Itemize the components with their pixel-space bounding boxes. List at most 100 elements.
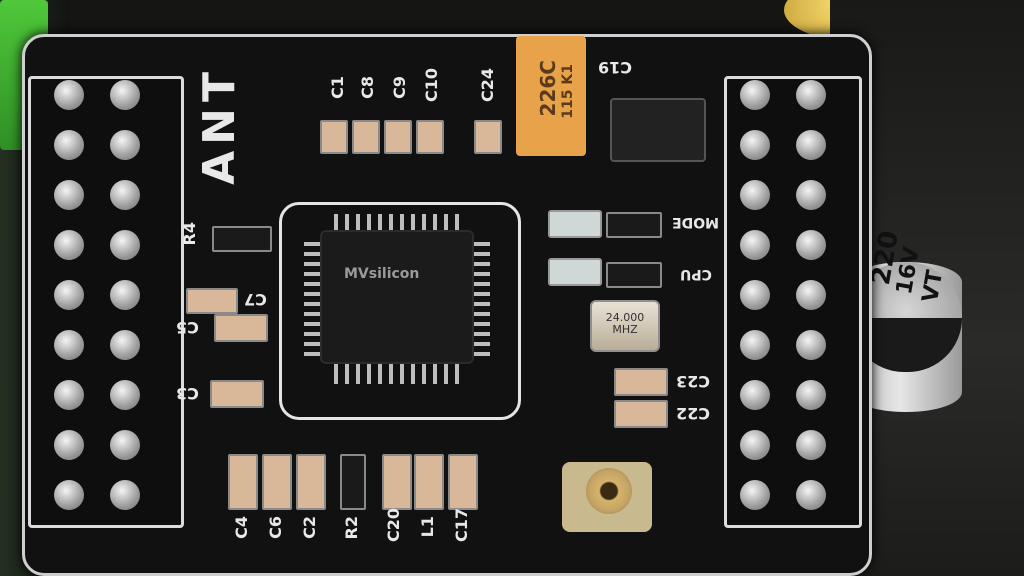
ic-pin <box>455 362 459 384</box>
ic-pin <box>304 302 322 306</box>
left-header-pin <box>110 180 140 210</box>
ic-pin <box>304 242 322 246</box>
left-header-pin <box>54 280 84 310</box>
right-header-pin <box>740 430 770 460</box>
ic-pin <box>304 312 322 316</box>
ic-pin <box>455 214 459 232</box>
ic-pin <box>472 252 490 256</box>
ic-pin <box>304 292 322 296</box>
ic-pin <box>367 362 371 384</box>
logo: ANT <box>194 66 245 185</box>
ic-pin <box>304 342 322 346</box>
ic-pin <box>433 362 437 384</box>
ic-pin <box>411 362 415 384</box>
left-header-pin <box>54 380 84 410</box>
cap-c1 <box>320 120 348 154</box>
left-header-pin <box>110 130 140 160</box>
label-c1: C1 <box>328 76 347 99</box>
left-pin-header <box>28 76 184 528</box>
left-header-pin <box>54 180 84 210</box>
right-header-pin <box>740 80 770 110</box>
left-header-pin <box>54 330 84 360</box>
right-header-pin <box>740 130 770 160</box>
cap-c17 <box>448 454 478 510</box>
ic-pin <box>389 214 393 232</box>
main-ic <box>322 232 472 362</box>
label-l1: L1 <box>418 516 437 538</box>
label-c19: C19 <box>598 58 633 77</box>
ic-pin <box>472 342 490 346</box>
ic-pin <box>422 362 426 384</box>
ic-pin <box>472 292 490 296</box>
left-header-pin <box>54 80 84 110</box>
label-cpu: CPU <box>680 266 712 282</box>
right-header-pin <box>796 130 826 160</box>
label-r4: R4 <box>180 222 199 246</box>
right-header-pin <box>740 480 770 510</box>
ic-pin <box>367 214 371 232</box>
label-c4: C4 <box>232 516 251 539</box>
label-mode: MODE <box>672 214 720 230</box>
left-header-pin <box>110 480 140 510</box>
ic-pin <box>304 272 322 276</box>
cap-c8 <box>352 120 380 154</box>
cap-c6 <box>262 454 292 510</box>
resistor-mode <box>606 212 662 238</box>
ufl-center <box>586 468 632 514</box>
cap-c7 <box>186 288 238 314</box>
right-header-pin <box>796 380 826 410</box>
resistor-r2 <box>340 454 366 510</box>
crystal-frequency: 24.000 <box>605 311 645 324</box>
chip-outline <box>279 202 521 420</box>
label-c17: C17 <box>452 508 471 543</box>
label-c3: C3 <box>176 384 199 403</box>
left-header-pin <box>110 280 140 310</box>
right-header-pin <box>796 480 826 510</box>
ic-pin <box>472 322 490 326</box>
ic-pin <box>444 362 448 384</box>
ic-pin <box>472 312 490 316</box>
left-header-pin <box>110 80 140 110</box>
ic-pin <box>356 362 360 384</box>
ic-pin <box>304 282 322 286</box>
ic-pin <box>356 214 360 232</box>
label-c9: C9 <box>390 76 409 99</box>
right-header-pin <box>796 430 826 460</box>
chip-marking: MVsilicon <box>344 266 420 282</box>
cap-c24 <box>474 120 502 154</box>
left-header-pin <box>110 430 140 460</box>
tantalum-code: 226C <box>536 60 560 117</box>
ic-pin <box>472 302 490 306</box>
ic-pin <box>345 362 349 384</box>
label-r2: R2 <box>342 516 361 540</box>
ic-pin <box>444 214 448 232</box>
right-header-pin <box>740 180 770 210</box>
right-header-pin <box>740 280 770 310</box>
cap-c3 <box>210 380 264 408</box>
cap-c9 <box>384 120 412 154</box>
left-header-pin <box>54 230 84 260</box>
cap-c20 <box>382 454 412 510</box>
ic-pin <box>472 332 490 336</box>
label-c24: C24 <box>478 68 497 103</box>
cap-c10 <box>416 120 444 154</box>
voltage-regulator <box>610 98 706 162</box>
left-header-pin <box>110 330 140 360</box>
ic-pin <box>472 262 490 266</box>
ic-pin <box>400 362 404 384</box>
cap-c4 <box>228 454 258 510</box>
label-c20: C20 <box>384 508 403 543</box>
left-header-pin <box>54 430 84 460</box>
left-header-pin <box>110 380 140 410</box>
led-cpu <box>548 258 602 286</box>
ic-pin <box>422 214 426 232</box>
label-c8: C8 <box>358 76 377 99</box>
ic-pin <box>304 332 322 336</box>
ic-pin <box>345 214 349 232</box>
right-header-pin <box>796 330 826 360</box>
left-header-pin <box>54 480 84 510</box>
cap-c22 <box>614 400 668 428</box>
label-c23: C23 <box>676 372 711 391</box>
ic-pin <box>378 362 382 384</box>
ic-pin <box>304 352 322 356</box>
